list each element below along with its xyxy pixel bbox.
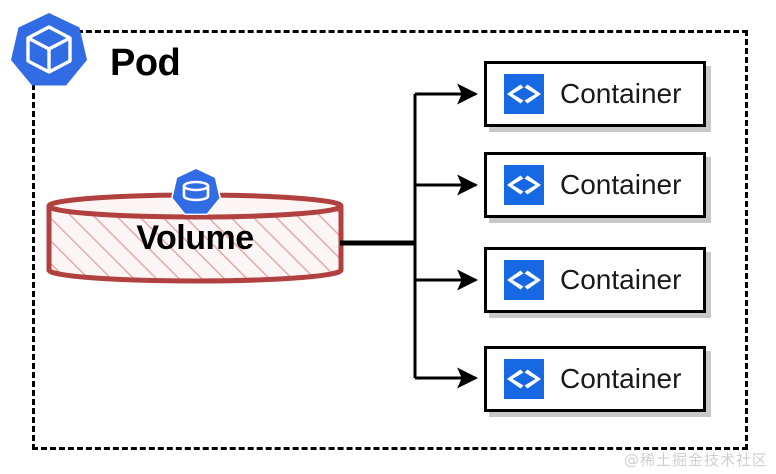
container-box[interactable]: Container xyxy=(484,152,706,218)
page-title: Pod xyxy=(110,42,181,84)
container-box[interactable]: Container xyxy=(484,61,706,127)
volume-label: Volume xyxy=(136,218,254,257)
kubernetes-volume-icon xyxy=(170,165,222,217)
container-label: Container xyxy=(560,78,682,109)
pod-boundary xyxy=(32,30,748,450)
container-label: Container xyxy=(560,169,682,200)
code-brackets-icon xyxy=(504,165,544,205)
container-box[interactable]: Container xyxy=(484,247,706,313)
code-brackets-icon xyxy=(504,260,544,300)
code-brackets-icon xyxy=(504,359,544,399)
kubernetes-pod-icon xyxy=(10,10,88,88)
container-label: Container xyxy=(560,363,682,394)
container-box[interactable]: Container xyxy=(484,346,706,412)
volume-shape: Volume xyxy=(46,192,344,284)
container-label: Container xyxy=(560,264,682,295)
watermark: @稀土掘金技术社区 xyxy=(623,451,768,469)
code-brackets-icon xyxy=(504,74,544,114)
volume-cylinder-svg xyxy=(46,192,344,284)
